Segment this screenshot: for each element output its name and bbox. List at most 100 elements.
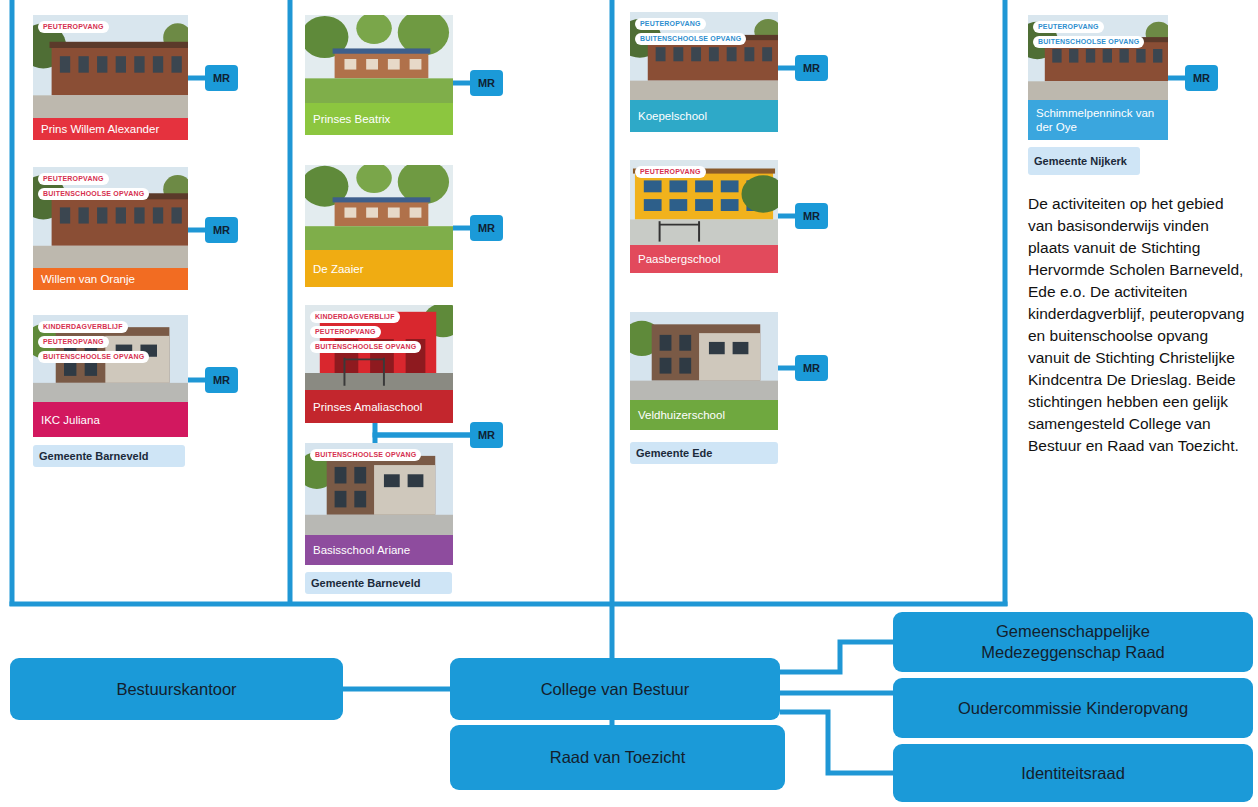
municipality-tag: Gemeente Nijkerk	[1028, 147, 1140, 175]
mr-box: MR	[205, 217, 238, 243]
governance-label: Identiteitsraad	[1021, 763, 1125, 784]
school-card: KINDERDAGVERBLIJFPEUTEROPVANGBUITENSCHOO…	[33, 315, 188, 437]
org-connector	[1168, 76, 1185, 81]
school-photo	[1017, 15, 1172, 100]
service-badge: BUITENSCHOOLSE OPVANG	[1033, 36, 1144, 48]
governance-label: Oudercommissie Kinderopvang	[958, 698, 1188, 719]
org-connector	[780, 691, 893, 696]
column-line	[1003, 0, 1008, 606]
municipality-name: Gemeente Ede	[636, 447, 712, 459]
mr-label: MR	[803, 62, 820, 74]
column-lines	[10, 0, 1008, 658]
badge-row: PEUTEROPVANG BUITENSCHOOLSE OPVANG	[38, 173, 183, 200]
name-band: Koepelschool	[630, 100, 778, 132]
org-connector	[188, 228, 205, 233]
mr-label: MR	[213, 72, 230, 84]
school-card: PEUTEROPVANG BUITENSCHOOLSE OPVANG Schimme…	[1028, 15, 1168, 140]
badge-row: PEUTEROPVANG	[38, 21, 183, 33]
badge-row: PEUTEROPVANG	[635, 166, 773, 178]
school-photo	[305, 303, 463, 390]
governance-box: Bestuurskantoor	[10, 658, 343, 720]
school-card: Veldhuizerschool	[630, 312, 778, 430]
org-connector	[778, 66, 795, 71]
name-band: Schimmelpenninck van der Oye	[1028, 100, 1168, 140]
badge-row: KINDERDAGVERBLIJFPEUTEROPVANGBUITENSCHOO…	[38, 321, 183, 363]
service-badge: PEUTEROPVANG	[310, 326, 381, 338]
mr-box: MR	[795, 203, 828, 229]
school-photo	[622, 312, 778, 400]
service-badge: PEUTEROPVANG	[635, 166, 706, 178]
badge-row: KINDERDAGVERBLIJF PEUTEROPVANG BUITENSCHOO…	[310, 311, 448, 353]
school-card: Prinses Beatrix	[305, 15, 453, 135]
name-band: Prinses Amaliaschool	[305, 390, 453, 423]
badge-row: PEUTEROPVANG BUITENSCHOOLSE OPVANG	[635, 18, 773, 45]
school-name: IKC Juliana	[41, 413, 100, 427]
municipality-tag: Gemeente Barneveld	[33, 445, 185, 467]
school-card: KINDERDAGVERBLIJF PEUTEROPVANG BUITENSCHOO…	[305, 305, 453, 423]
service-badge: BUITENSCHOOLSE OPVANG	[38, 351, 149, 363]
municipality-tag: Gemeente Barneveld	[305, 572, 452, 594]
governance-label: Gemeenschappelijke Medezeggenschap Raad	[953, 621, 1193, 663]
service-badge: BUITENSCHOOLSE OPVANG	[38, 188, 149, 200]
org-connector	[453, 226, 470, 231]
name-band: IKC Juliana	[33, 402, 188, 437]
name-band: Basisschool Ariane	[305, 535, 453, 565]
mr-box: MR	[1185, 65, 1218, 91]
bus-line	[10, 602, 1008, 607]
school-name: Prinses Beatrix	[313, 112, 390, 126]
school-card: PEUTEROPVANG Prins Willem Alexander	[33, 15, 188, 140]
school-name: De Zaaier	[313, 262, 364, 276]
badge-row: BUITENSCHOOLSE OPVANG	[310, 449, 448, 461]
note-text: De activiteiten op het gebied van basiso…	[1028, 193, 1252, 457]
mr-box: MR	[795, 55, 828, 81]
mr-label: MR	[213, 224, 230, 236]
org-connector	[188, 76, 205, 81]
school-name: Koepelschool	[638, 109, 707, 123]
service-badge: KINDERDAGVERBLIJF	[38, 321, 128, 333]
school-card: PEUTEROPVANG Paasbergschool	[630, 160, 778, 273]
name-band: Prins Willem Alexander	[33, 118, 188, 140]
school-card: De Zaaier	[305, 165, 453, 287]
name-band: Paasbergschool	[630, 245, 778, 273]
school-photo	[25, 315, 188, 402]
org-connector	[780, 712, 893, 773]
school-photo	[297, 443, 453, 535]
service-badge: PEUTEROPVANG	[38, 173, 109, 185]
mr-label: MR	[803, 362, 820, 374]
school-card: PEUTEROPVANG BUITENSCHOOLSE OPVANG Koepels…	[630, 12, 778, 132]
mr-label: MR	[213, 374, 230, 386]
school-photo	[301, 160, 453, 250]
org-connector	[375, 435, 470, 443]
org-connector	[188, 378, 205, 383]
governance-label: Raad van Toezicht	[550, 747, 685, 768]
mr-label: MR	[478, 222, 495, 234]
service-badge: PEUTEROPVANG	[635, 18, 706, 30]
service-badge: BUITENSCHOOLSE OPVANG	[635, 33, 746, 45]
school-name: Basisschool Ariane	[313, 543, 410, 557]
org-connector	[778, 366, 795, 371]
school-photo	[21, 15, 193, 118]
badge-row: PEUTEROPVANG BUITENSCHOOLSE OPVANG	[1033, 21, 1163, 48]
service-badge: PEUTEROPVANG	[1033, 21, 1104, 33]
service-badge: BUITENSCHOOLSE OPVANG	[310, 341, 421, 353]
school-name: Veldhuizerschool	[638, 408, 725, 422]
name-band: De Zaaier	[305, 250, 453, 287]
service-badge: KINDERDAGVERBLIJF	[310, 311, 400, 323]
school-photo	[618, 12, 782, 100]
column-line	[288, 0, 293, 606]
mr-label: MR	[803, 210, 820, 222]
org-connector	[453, 81, 470, 86]
service-badge: BUITENSCHOOLSE OPVANG	[310, 449, 421, 461]
mr-box: MR	[470, 70, 503, 96]
mr-box: MR	[470, 422, 503, 448]
school-name: Prinses Amaliaschool	[313, 400, 422, 414]
governance-label: Bestuurskantoor	[116, 679, 236, 700]
mr-label: MR	[478, 77, 495, 89]
name-band: Veldhuizerschool	[630, 400, 778, 430]
governance-box: College van Bestuur	[450, 658, 780, 720]
org-connector	[780, 642, 893, 672]
school-card: BUITENSCHOOLSE OPVANG Basisschool Ariane	[305, 443, 453, 565]
mr-label: MR	[478, 429, 495, 441]
municipality-name: Gemeente Barneveld	[311, 577, 420, 589]
